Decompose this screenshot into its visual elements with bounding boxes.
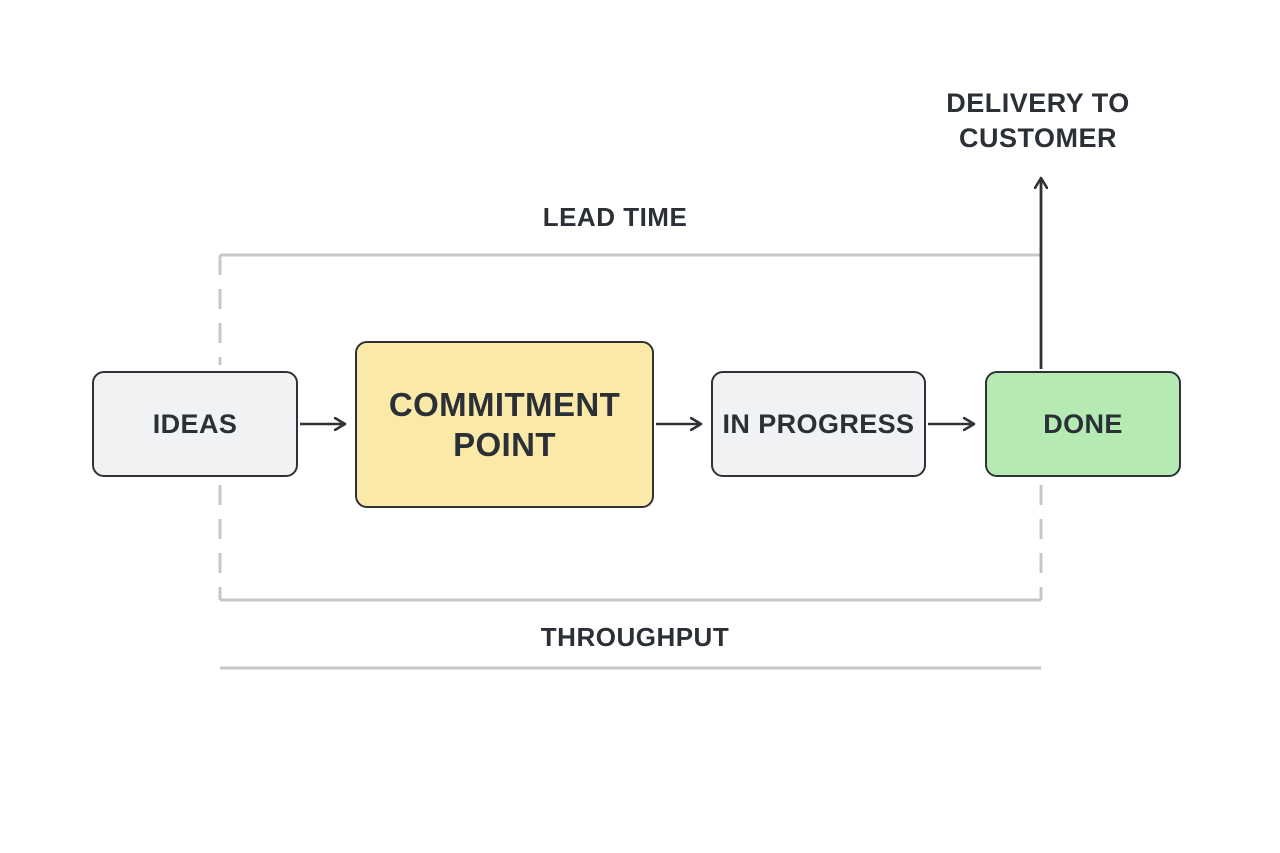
lead-time-label: LEAD TIME [542, 202, 688, 232]
in-progress-node-label: IN PROGRESS [722, 408, 915, 439]
done-node-label: DONE [1043, 408, 1123, 439]
delivery-to-customer-label: DELIVERY TO CUSTOMER [946, 88, 1130, 153]
commitment-point-node: COMMITMENT POINT [355, 341, 654, 508]
in-progress-node: IN PROGRESS [711, 371, 926, 477]
commitment-point-node-label: COMMITMENT POINT [388, 385, 621, 463]
ideas-node: IDEAS [92, 371, 298, 477]
throughput-label: THROUGHPUT [540, 622, 730, 652]
ideas-node-label: IDEAS [152, 408, 238, 439]
done-node: DONE [985, 371, 1181, 477]
